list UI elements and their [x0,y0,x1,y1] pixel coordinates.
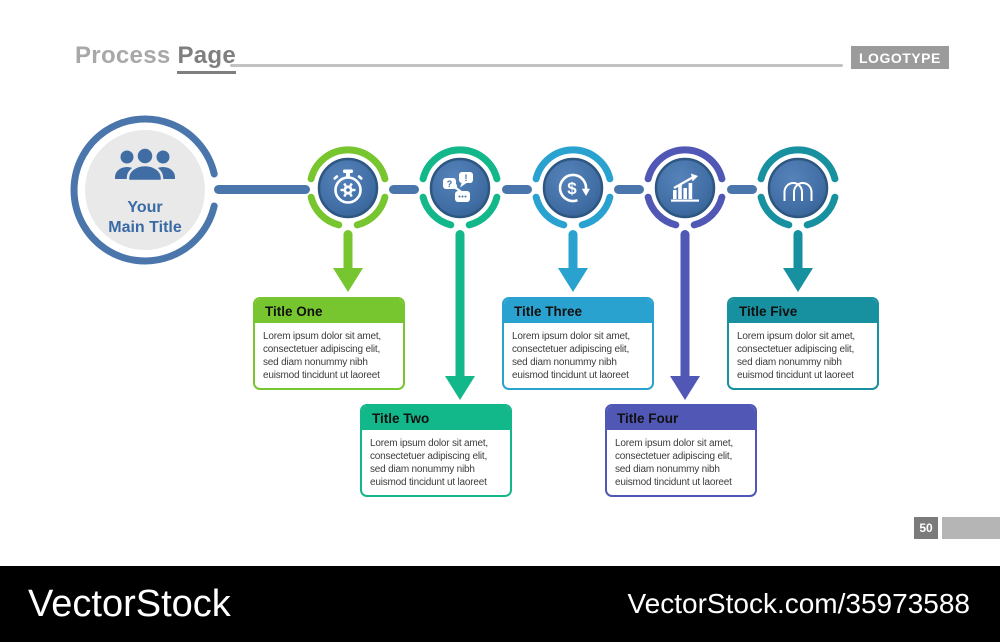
main-circle-face [85,130,205,250]
svg-text:$: $ [567,179,577,198]
process-box-2-body: Lorem ipsum dolor sit amet, consectetuer… [370,438,488,488]
process-box-3-title: Title Three [504,299,652,323]
main-title-line1: Your [127,199,163,216]
process-box-2-title: Title Two [362,406,510,430]
watermark-url-text: VectorStock.com/35973588 [627,588,970,619]
header-divider-line [230,64,843,67]
connector-4-5 [727,185,757,194]
logotype-badge: LOGOTYPE [851,46,949,69]
page-title-word2: Page [177,42,237,74]
arrow-node-2 [445,230,475,400]
process-box-5: Title Five Lorem ipsum dolor sit amet, c… [727,297,879,390]
svg-text:!: ! [465,173,468,183]
main-circle-ring [70,115,218,265]
stopwatch-gear-icon [333,169,363,204]
watermark-bar: VectorStock VectorStock.com/35973588 [0,566,1000,642]
main-title: Your Main Title [67,198,223,238]
node-1-ring [307,146,389,229]
process-box-3-body: Lorem ipsum dolor sit amet, consectetuer… [512,331,630,381]
process-node-4 [644,146,726,229]
process-node-5 [757,146,839,229]
watermark-logo-text: VectorStock [28,582,231,625]
page-title: Process Page [75,42,237,74]
svg-text:?: ? [447,179,453,189]
process-node-2: ! ? [419,146,501,229]
connector-main [214,185,310,194]
node-3-ring [532,146,614,229]
page-title-word1: Process [75,42,171,69]
main-circle: Your Main Title [67,112,223,268]
node-2-ring [419,146,501,229]
connector-3-4 [614,185,644,194]
connector-1-2 [389,185,419,194]
process-box-5-body: Lorem ipsum dolor sit amet, consectetuer… [737,331,855,381]
process-box-1: Title One Lorem ipsum dolor sit amet, co… [253,297,405,390]
process-box-3: Title Three Lorem ipsum dolor sit amet, … [502,297,654,390]
growth-chart-icon [671,173,699,202]
process-box-1-body: Lorem ipsum dolor sit amet, consectetuer… [263,331,381,381]
main-title-line2: Main Title [108,219,182,236]
two-heads-icon [783,182,813,201]
dollar-cycle-icon: $ [558,173,590,203]
arrow-node-3 [558,230,588,292]
process-box-2: Title Two Lorem ipsum dolor sit amet, co… [360,404,512,497]
node-5-inner-circle [767,157,829,219]
connector-2-3 [502,185,532,194]
page-number-bar [942,517,1000,539]
process-box-4: Title Four Lorem ipsum dolor sit amet, c… [605,404,757,497]
node-3-inner-circle [542,157,604,219]
process-box-1-title: Title One [255,299,403,323]
page-number-badge: 50 [914,517,938,539]
process-box-4-body: Lorem ipsum dolor sit amet, consectetuer… [615,438,733,488]
arrow-node-1 [333,230,363,292]
arrow-node-5 [783,230,813,292]
speech-bubbles-icon: ! ? [443,172,473,202]
process-box-4-title: Title Four [607,406,755,430]
people-group-icon [115,146,175,183]
node-5-ring [757,146,839,229]
node-2-inner-circle [429,157,491,219]
process-node-3: $ [532,146,614,229]
process-node-1 [307,146,389,229]
process-box-5-title: Title Five [729,299,877,323]
arrow-node-4 [670,230,700,400]
node-4-ring [644,146,726,229]
